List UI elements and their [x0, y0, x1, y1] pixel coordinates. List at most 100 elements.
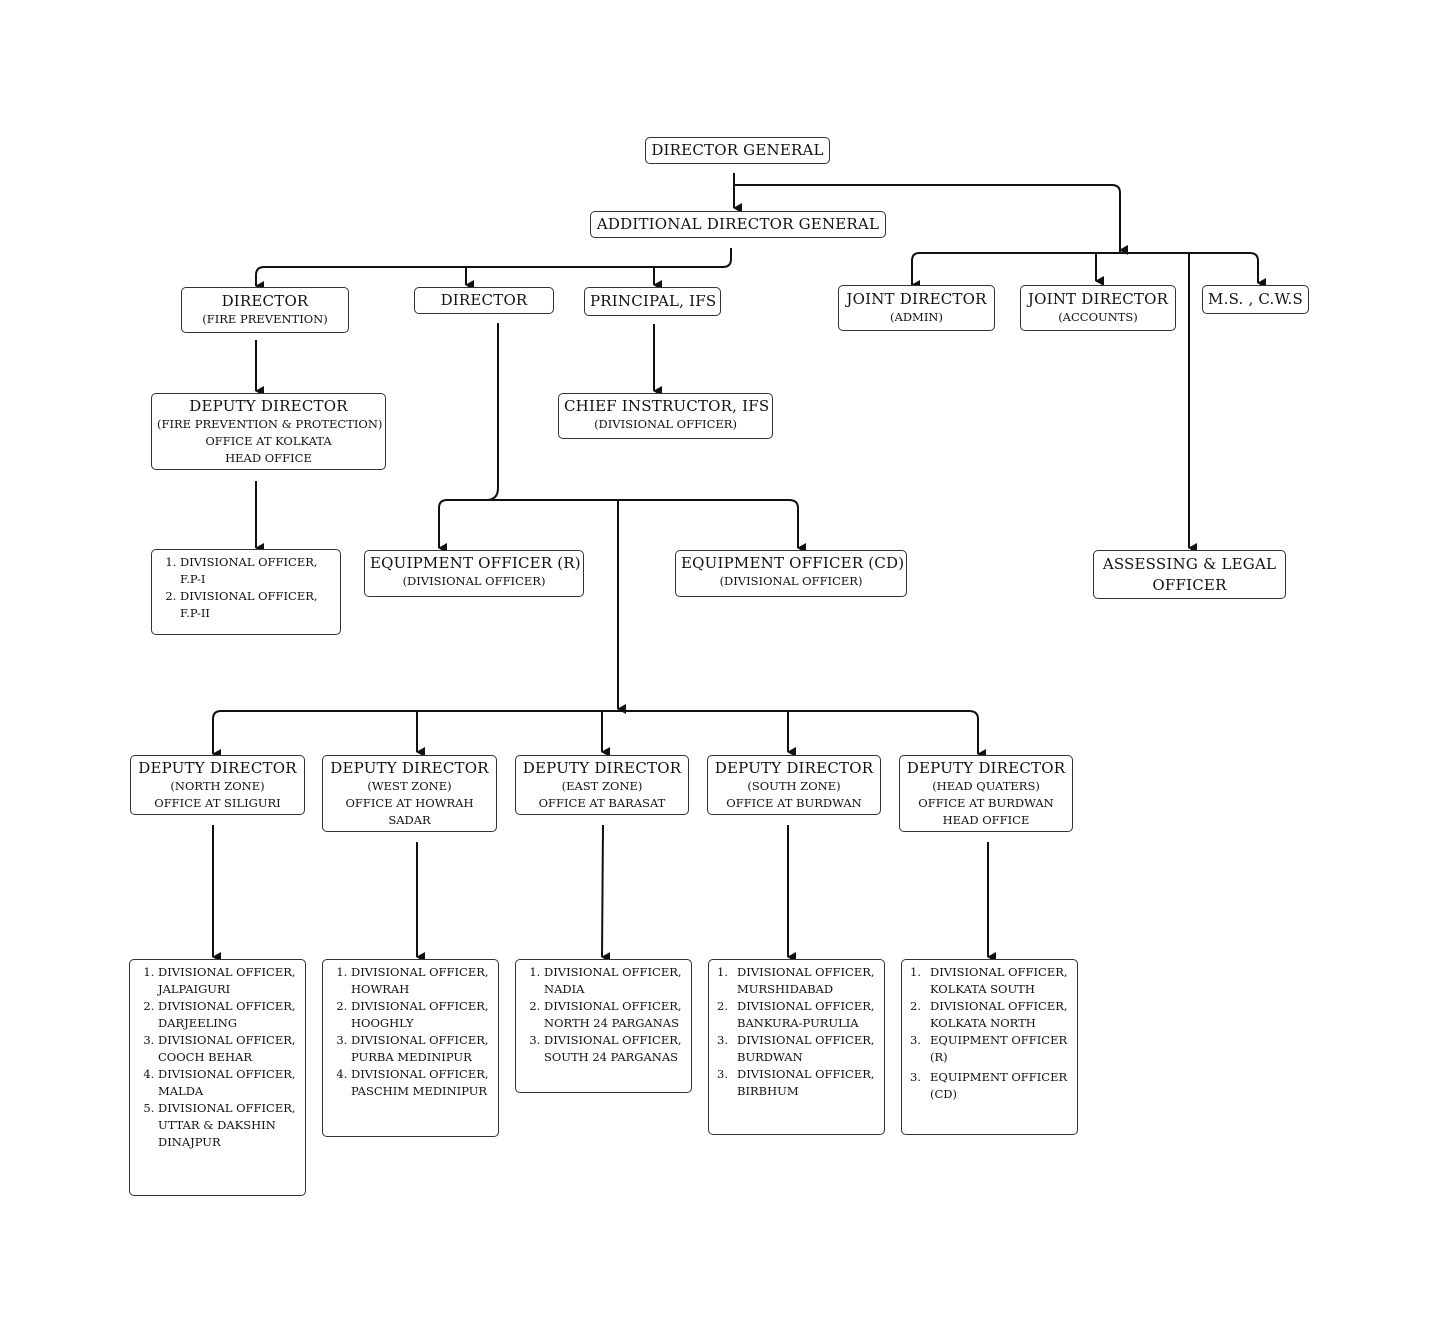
item-line: DIVISIONAL OFFICER,	[544, 999, 682, 1013]
item-line: DIVISIONAL OFFICER,	[737, 999, 875, 1013]
item-line: DINAJPUR	[158, 1135, 221, 1149]
node-line: (WEST ZONE)	[367, 779, 452, 793]
list-item: DIVISIONAL OFFICER, COOCH BEHAR	[158, 1032, 299, 1066]
item-line: DIVISIONAL OFFICER,	[544, 965, 682, 979]
list-item: DIVISIONAL OFFICER, NORTH 24 PARGANAS	[544, 998, 685, 1032]
connector-director-down	[438, 323, 499, 553]
item-number: 1.	[910, 965, 921, 979]
item-line: (R)	[930, 1050, 948, 1064]
bus-right	[919, 252, 1266, 288]
node-line: (HEAD QUATERS)	[932, 779, 1040, 793]
node-title: DIRECTOR	[221, 292, 309, 310]
item-line: DIVISIONAL OFFICER,	[158, 999, 296, 1013]
item-number: 3.	[717, 1067, 728, 1081]
node-line: OFFICE AT KOLKATA	[205, 434, 332, 448]
arrow-to-jd-admin	[911, 252, 920, 290]
assessing-legal-officer-box: ASSESSING & LEGAL OFFICER	[1093, 550, 1286, 599]
node-title: PRINCIPAL, IFS	[590, 292, 717, 310]
node-title: DEPUTY DIRECTOR	[189, 397, 348, 415]
node-line: OFFICE AT HOWRAH	[345, 796, 474, 810]
item-line: EQUIPMENT OFFICER	[930, 1070, 1068, 1084]
item-line: NORTH 24 PARGANAS	[544, 1016, 679, 1030]
node-title: DEPUTY DIRECTOR	[522, 759, 682, 777]
list-item: DIVISIONAL OFFICER,HOOGHLY	[351, 998, 492, 1032]
node-title: ADDITIONAL DIRECTOR GENERAL	[596, 215, 880, 233]
item-line: DIVISIONAL OFFICER,	[351, 1033, 489, 1047]
chief-instructor-box: CHIEF INSTRUCTOR, IFS (DIVISIONAL OFFICE…	[558, 393, 773, 439]
item-line: EQUIPMENT OFFICER	[930, 1033, 1068, 1047]
fire-prevention-officer-list: DIVISIONAL OFFICER,F.P-I DIVISIONAL OFFI…	[151, 549, 341, 635]
item-line: DIVISIONAL OFFICER,	[180, 589, 318, 603]
item-number: 2.	[910, 999, 921, 1013]
item-line: DIVISIONAL OFFICER,	[351, 999, 489, 1013]
deputy-director-west-zone-box: DEPUTY DIRECTOR (WEST ZONE) OFFICE AT HO…	[322, 755, 497, 832]
item-line: DIVISIONAL OFFICER,	[158, 1033, 296, 1047]
bus-equipment	[486, 499, 806, 553]
node-title: JOINT DIRECTOR	[846, 290, 987, 308]
west-zone-officer-list: DIVISIONAL OFFICER,HOWRAH DIVISIONAL OFF…	[322, 959, 499, 1137]
item-line: DIVISIONAL OFFICER,	[544, 1033, 682, 1047]
east-zone-officer-list: DIVISIONAL OFFICER, NADIA DIVISIONAL OFFI…	[515, 959, 692, 1093]
list-item: DIVISIONAL OFFICER, DARJEELING	[158, 998, 299, 1032]
node-title: DIRECTOR	[440, 291, 528, 309]
joint-director-admin-box: JOINT DIRECTOR (ADMIN)	[838, 285, 995, 331]
item-line: MURSHIDABAD	[737, 982, 834, 996]
item-line: MALDA	[158, 1084, 204, 1098]
list-item: 1. DIVISIONAL OFFICER, MURSHIDABAD	[717, 964, 878, 998]
deputy-director-head-quarters-box: DEPUTY DIRECTOR (HEAD QUATERS) OFFICE AT…	[899, 755, 1073, 832]
node-line: HEAD OFFICE	[942, 813, 1030, 827]
ms-cws-box: M.S. , C.W.S	[1202, 285, 1309, 314]
item-line: F.P-II	[180, 606, 210, 620]
node-title: EQUIPMENT OFFICER (CD)	[681, 554, 905, 572]
list-item: DIVISIONAL OFFICER,UTTAR & DAKSHINDINAJP…	[158, 1100, 299, 1151]
node-title: DEPUTY DIRECTOR	[330, 759, 489, 777]
list-item: 2. DIVISIONAL OFFICER, KOLKATA NORTH	[910, 998, 1071, 1032]
list-item: DIVISIONAL OFFICER,F.P-I	[180, 554, 334, 588]
item-line: JALPAIGURI	[158, 982, 231, 996]
node-line: (NORTH ZONE)	[170, 779, 265, 793]
item-line: UTTAR & DAKSHIN	[158, 1118, 276, 1132]
node-subtitle: (FIRE PREVENTION)	[202, 312, 328, 326]
list-item: DIVISIONAL OFFICER,HOWRAH	[351, 964, 492, 998]
item-line: (CD)	[930, 1087, 957, 1101]
node-title: ASSESSING & LEGAL	[1102, 555, 1277, 573]
node-title: EQUIPMENT OFFICER (R)	[370, 554, 581, 572]
item-line: DIVISIONAL OFFICER,	[180, 555, 318, 569]
item-line: PURBA MEDINIPUR	[351, 1050, 472, 1064]
node-title: DEPUTY DIRECTOR	[906, 759, 1066, 777]
item-line: DIVISIONAL OFFICER,	[351, 1067, 489, 1081]
node-subtitle: (DIVISIONAL OFFICER)	[719, 574, 863, 588]
item-line: DARJEELING	[158, 1016, 238, 1030]
item-line: DIVISIONAL OFFICER,	[930, 999, 1068, 1013]
item-line: HOWRAH	[351, 982, 410, 996]
node-line: (SOUTH ZONE)	[747, 779, 841, 793]
item-line: PASCHIM MEDINIPUR	[351, 1084, 488, 1098]
arrow-dg-to-right-branch	[734, 184, 1128, 255]
list-item: 3. EQUIPMENT OFFICER (R)	[910, 1032, 1071, 1066]
equipment-officer-cd-box: EQUIPMENT OFFICER (CD) (DIVISIONAL OFFIC…	[675, 550, 907, 597]
list-item: DIVISIONAL OFFICER, PURBA MEDINIPUR	[351, 1032, 492, 1066]
list-item: DIVISIONAL OFFICER, F.P-II	[180, 588, 334, 622]
item-line: KOLKATA NORTH	[930, 1016, 1036, 1030]
node-line: OFFICE AT BURDWAN	[726, 796, 862, 810]
item-line: DIVISIONAL OFFICER,	[737, 965, 875, 979]
item-line: SOUTH 24 PARGANAS	[544, 1050, 679, 1064]
deputy-director-north-zone-box: DEPUTY DIRECTOR (NORTH ZONE) OFFICE AT S…	[130, 755, 305, 815]
node-line: HEAD OFFICE	[225, 451, 312, 465]
node-line: SADAR	[388, 813, 431, 827]
list-item: DIVISIONAL OFFICER, NADIA	[544, 964, 685, 998]
equipment-officer-r-box: EQUIPMENT OFFICER (R) (DIVISIONAL OFFICE…	[364, 550, 584, 597]
item-line: COOCH BEHAR	[158, 1050, 252, 1064]
list-item: DIVISIONAL OFFICER,JALPAIGURI	[158, 964, 299, 998]
item-line: NADIA	[544, 982, 585, 996]
item-number: 3.	[717, 1033, 728, 1047]
item-line: KOLKATA SOUTH	[930, 982, 1035, 996]
item-number: 3.	[910, 1033, 921, 1047]
north-zone-officer-list: DIVISIONAL OFFICER,JALPAIGURI DIVISIONAL…	[129, 959, 306, 1196]
item-number: 2.	[717, 999, 728, 1013]
node-title: DEPUTY DIRECTOR	[138, 759, 297, 777]
item-number: 1.	[717, 965, 728, 979]
node-title: CHIEF INSTRUCTOR, IFS	[564, 397, 770, 415]
item-number: 3.	[910, 1070, 921, 1084]
node-line: OFFICE AT SILIGURI	[154, 796, 281, 810]
